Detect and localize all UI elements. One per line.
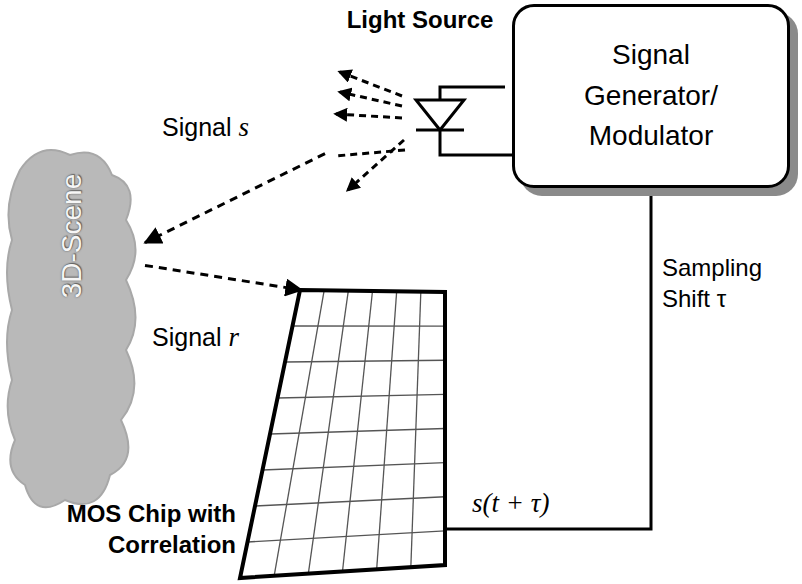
signal-wire [445, 188, 651, 529]
signal-label: s(t + τ) [470, 488, 551, 519]
sensor-chip: MOS Chip with Correlation [240, 290, 445, 578]
light-rays [335, 72, 405, 190]
signal-label: Sampling Shift τ [662, 252, 792, 314]
diode-symbol [416, 87, 512, 155]
light-source: Light Source [325, 6, 515, 170]
node-label: Signal Generator/ Modulator [551, 35, 751, 157]
light-ray [145, 154, 325, 243]
process-box: Signal Generator/ Modulator [512, 4, 790, 188]
signal-label: Signal r [150, 322, 241, 353]
node-label: 3D-Scene [56, 174, 88, 299]
sensor-grid [240, 290, 445, 578]
node-label: MOS Chip with Correlation [26, 498, 236, 560]
scene-cloud: 3D-Scene [0, 140, 145, 520]
light-ray [145, 265, 302, 290]
node-label: Light Source [325, 6, 515, 34]
label-anchor: Sampling Shift τ [662, 252, 792, 314]
signal-label: Signal s [160, 112, 251, 143]
edge-label-anchor: Signal s [160, 112, 251, 143]
edge-label-anchor: Signal r [150, 322, 241, 353]
edge-label-anchor: s(t + τ) [470, 488, 551, 519]
